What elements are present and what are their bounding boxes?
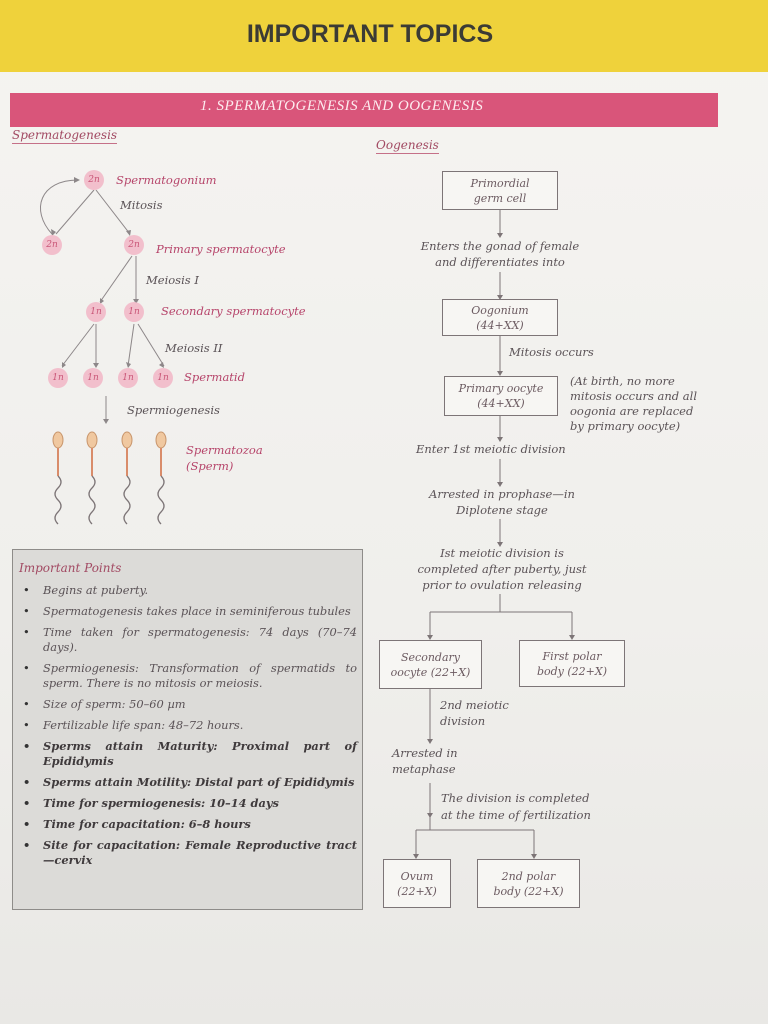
oogenesis-heading: Oogenesis xyxy=(376,138,439,154)
list-item: Begins at puberty. xyxy=(19,583,357,598)
spermatogenesis-heading: Spermatogenesis xyxy=(12,128,118,144)
spermatid-cell: 1n xyxy=(83,368,103,388)
division-completed-text: The division is completed at the time of … xyxy=(441,790,591,824)
oogonium-line: (44+XX) xyxy=(476,318,524,332)
list-item: Fertilizable life span: 48–72 hours. xyxy=(19,718,357,733)
enter-meiotic-text: Enter 1st meiotic division xyxy=(416,442,566,456)
list-item: Time taken for spermatogenesis: 74 days … xyxy=(19,625,357,655)
second-polar-line: 2nd polar xyxy=(501,869,556,883)
text-line: Diplotene stage xyxy=(456,503,548,517)
oogonium-box: Oogonium(44+XX) xyxy=(442,299,558,336)
important-points-list: Begins at puberty. Spermatogenesis takes… xyxy=(19,583,357,874)
spermatid-cell: 1n xyxy=(118,368,138,388)
second-meiotic-text: 2nd meiotic division xyxy=(440,697,509,729)
spermatogonium-cell: 2n xyxy=(84,170,104,190)
meiosis-2-label: Meiosis II xyxy=(165,341,223,355)
list-item: Time for spermiogenesis: 10–14 days xyxy=(19,796,357,811)
ovum-line: (22+X) xyxy=(397,884,437,898)
text-line: oogonia are replaced xyxy=(570,404,694,418)
second-polar-line: body (22+X) xyxy=(493,884,564,898)
primordial-line: germ cell xyxy=(473,191,527,205)
enters-gonad-text: Enters the gonad of female and differenti… xyxy=(411,238,589,270)
ovum-box: Ovum(22+X) xyxy=(383,859,451,908)
text-line: at the time of fertilization xyxy=(441,808,591,822)
sperm-label: (Sperm) xyxy=(186,459,234,473)
list-item: Sperms attain Maturity: Proximal part of… xyxy=(19,739,357,769)
secondary-spermatocyte-cell: 1n xyxy=(86,302,106,322)
list-item: Sperms attain Motility: Distal part of E… xyxy=(19,775,357,790)
arrested-metaphase-text: Arrested in metaphase xyxy=(392,745,458,777)
first-polar-line: First polar xyxy=(542,649,602,663)
text-line: Ist meiotic division is xyxy=(440,546,564,560)
header-band xyxy=(0,0,768,72)
ovum-line: Ovum xyxy=(400,869,434,883)
text-line: 2nd meiotic xyxy=(440,698,509,712)
text-line: Enters the gonad of female xyxy=(420,239,580,253)
text-line: Arrested in prophase—in xyxy=(429,487,575,501)
spermatid-label: Spermatid xyxy=(184,370,245,384)
list-item: Time for capacitation: 6–8 hours xyxy=(19,817,357,832)
list-item: Size of sperm: 50–60 µm xyxy=(19,697,357,712)
primary-spermatocyte-cell: 2n xyxy=(124,235,144,255)
list-item: Spermiogenesis: Transformation of sperma… xyxy=(19,661,357,691)
text-line: The division is completed xyxy=(441,791,590,805)
text-line: Arrested in xyxy=(392,746,458,760)
primary-spermatocyte-label: Primary spermatocyte xyxy=(156,242,286,256)
first-polar-line: body (22+X) xyxy=(536,664,608,678)
text-line: and differentiates into xyxy=(435,255,565,269)
text-line: by primary oocyte) xyxy=(570,419,681,433)
text-line: mitosis occurs and all xyxy=(570,389,698,403)
spermatozoa-label: Spermatozoa xyxy=(186,443,263,457)
spermatid-cell: 1n xyxy=(153,368,173,388)
section-title: 1. SPERMATOGENESIS AND OOGENESIS xyxy=(200,98,484,114)
primary-oocyte-line: Primary oocyte xyxy=(458,382,544,395)
birth-note: (At birth, no more mitosis occurs and al… xyxy=(570,374,697,434)
text-line: completed after puberty, just xyxy=(417,562,587,576)
text-line: metaphase xyxy=(392,762,456,776)
primary-oocyte-line: (44+XX) xyxy=(477,397,525,410)
list-item: Spermatogenesis takes place in seminifer… xyxy=(19,604,357,619)
stem-cell: 2n xyxy=(42,235,62,255)
text-line: prior to ovulation releasing xyxy=(422,578,582,592)
primary-oocyte-box: Primary oocyte (44+XX) xyxy=(444,376,558,416)
page-title: IMPORTANT TOPICS xyxy=(246,20,494,48)
meiotic-completed-text: Ist meiotic division is completed after … xyxy=(398,545,606,593)
secondary-spermatocyte-cell: 1n xyxy=(124,302,144,322)
spermatid-cell: 1n xyxy=(48,368,68,388)
spermatogonium-label: Spermatogonium xyxy=(116,173,217,187)
spermiogenesis-label: Spermiogenesis xyxy=(127,403,220,417)
mitosis-occurs-text: Mitosis occurs xyxy=(509,345,594,359)
section-bar: 1. SPERMATOGENESIS AND OOGENESIS xyxy=(10,93,718,127)
important-points-title: Important Points xyxy=(19,561,122,575)
meiosis-1-label: Meiosis I xyxy=(146,273,199,287)
secondary-oocyte-line: oocyte (22+X) xyxy=(390,665,471,679)
oogonium-line: Oogonium xyxy=(471,303,529,317)
mitosis-label: Mitosis xyxy=(120,198,163,212)
text-line: (At birth, no more xyxy=(570,374,675,388)
secondary-spermatocyte-label: Secondary spermatocyte xyxy=(161,304,306,318)
list-item: Site for capacitation: Female Reproducti… xyxy=(19,838,357,868)
primordial-line: Primordial xyxy=(470,176,530,190)
important-points-panel: Important Points Begins at puberty. Sper… xyxy=(12,549,363,910)
secondary-oocyte-line: Secondary xyxy=(401,650,460,664)
text-line: division xyxy=(440,714,486,728)
